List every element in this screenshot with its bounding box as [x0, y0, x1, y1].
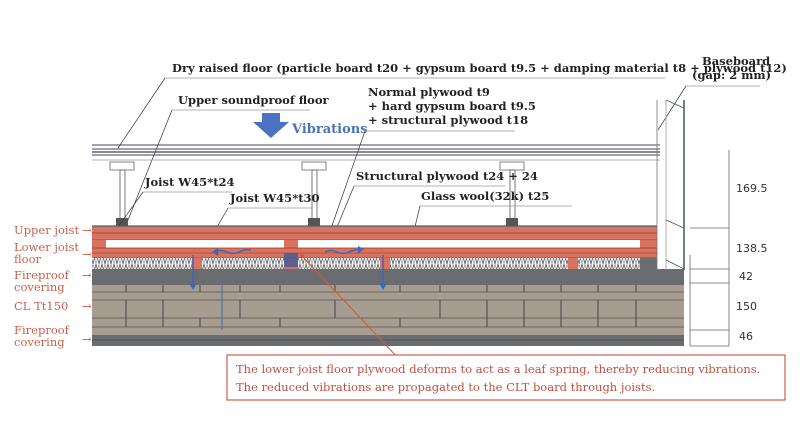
- upper-joist-label: Upper joist: [14, 223, 79, 237]
- note-line-1: The lower joist floor plywood deforms to…: [236, 362, 760, 376]
- fireproof-bottom-label-2: covering: [14, 335, 65, 349]
- joist-30-label: Joist W45*t30: [229, 191, 320, 205]
- support-pedestal: [301, 161, 327, 226]
- fireproof-bottom-label-1: Fireproof: [14, 323, 70, 337]
- leader-line: [127, 109, 173, 221]
- dimension-value: 169.5: [736, 182, 768, 195]
- lower-joist-floor-layer: [92, 247, 657, 259]
- dry-raised-floor-label: Dry raised floor (particle board t20 + g…: [172, 61, 787, 75]
- normal-plywood-label-3: + structural plywood t18: [368, 113, 528, 127]
- structural-plywood-label: Structural plywood t24 + 24: [356, 169, 538, 183]
- clt-label: CL Tt150: [14, 299, 68, 313]
- joist-gap: [92, 240, 657, 248]
- arrow-icon: →: [82, 268, 92, 282]
- note-box: The lower joist floor plywood deforms to…: [226, 354, 786, 401]
- leader-line: [117, 77, 166, 149]
- support-pedestal: [499, 161, 525, 226]
- normal-plywood-label-2: + hard gypsum board t9.5: [368, 99, 536, 113]
- dimension-value: 150: [736, 300, 757, 313]
- normal-plywood-label-1: Normal plywood t9: [368, 85, 490, 99]
- note-leader-line: [301, 255, 401, 361]
- baseboard-label-2: (gap: 2 mm): [692, 68, 771, 82]
- baseboard-label-1: Baseboard: [702, 54, 770, 68]
- fireproof-covering-bottom: [92, 335, 684, 346]
- lower-joist-label-1: Lower joist: [14, 240, 79, 254]
- dimension-lines: [689, 150, 730, 347]
- support-pedestal: [109, 161, 135, 226]
- baseboard: [656, 99, 685, 270]
- arrow-icon: →: [82, 332, 92, 346]
- vibration-flow: [189, 246, 387, 330]
- vibration-arrow-icon: [253, 113, 289, 138]
- dimension-value: 42: [739, 270, 753, 283]
- leader-line: [334, 185, 355, 233]
- lower-joist-label-2: floor: [14, 252, 42, 266]
- note-line-2: The reduced vibrations are propagated to…: [236, 380, 655, 394]
- arrow-icon: →: [82, 247, 92, 261]
- fireproof-top-label-1: Fireproof: [14, 268, 70, 282]
- glass-wool-label: Glass wool(32k) t25: [421, 189, 549, 203]
- dry-raised-floor: [92, 144, 660, 161]
- upper-soundproof-floor-label: Upper soundproof floor: [178, 93, 329, 107]
- dimension-value: 46: [739, 330, 753, 343]
- fireproof-covering-top: [92, 269, 684, 285]
- note-leader-dot: [300, 254, 304, 258]
- clt-layer: [92, 285, 684, 335]
- fireproof-top-label-2: covering: [14, 280, 65, 294]
- glass-wool-layer: [92, 258, 657, 269]
- arrow-icon: →: [82, 223, 92, 237]
- vibrations-label: Vibrations: [291, 122, 368, 137]
- upper-joist-layer: [92, 225, 657, 241]
- joist-24-label: Joist W45*t24: [144, 175, 235, 189]
- arrow-icon: →: [82, 299, 92, 313]
- leader-line: [657, 85, 687, 131]
- dimension-value: 138.5: [736, 242, 768, 255]
- side-labels: Upper joist → Lower joist floor → Firepr…: [14, 223, 92, 349]
